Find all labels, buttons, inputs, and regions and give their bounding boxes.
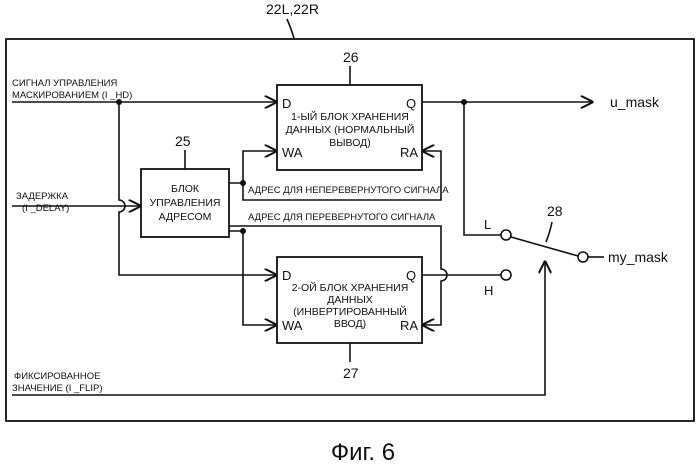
wa-top-wire bbox=[229, 151, 276, 183]
my-mask-output-label: my_mask bbox=[608, 249, 669, 265]
storage-2-title-line-4: ВВОД) bbox=[334, 318, 366, 330]
storage-1-port-wa: WA bbox=[282, 145, 303, 160]
storage-2-port-q: Q bbox=[406, 268, 416, 283]
switch-terminal-l bbox=[501, 230, 511, 240]
switch-contact-l: L bbox=[484, 217, 491, 232]
storage-2-title-line-2: ДАННЫХ bbox=[327, 294, 373, 306]
block-26-number: 26 bbox=[343, 49, 359, 65]
address-block-line-1: БЛОК bbox=[171, 183, 200, 195]
storage-2-title-line-3: (ИНВЕРТИРОВАННЫЙ bbox=[293, 305, 407, 318]
storage-2-title-line-1: 2-ОЙ БЛОК ХРАНЕНИЯ bbox=[292, 281, 409, 294]
storage-1-title-line-1: 1-ЫЙ БЛОК ХРАНЕНИЯ bbox=[291, 110, 409, 123]
inverted-junction bbox=[240, 228, 246, 234]
mask-control-label-line-2: МАСКИРОВАНИЕМ (I _HD) bbox=[12, 90, 132, 101]
switch-number: 28 bbox=[547, 203, 563, 219]
fixed-value-label-line-2: ЗНАЧЕНИЕ (I _FLIP) bbox=[12, 383, 102, 394]
block-27-number: 27 bbox=[343, 365, 359, 381]
delay-label-line-1: ЗАДЕРЖКА bbox=[16, 191, 69, 202]
address-block-line-2: УПРАВЛЕНИЯ bbox=[149, 197, 220, 209]
storage-1-port-ra: RA bbox=[400, 145, 418, 160]
mask-control-label-line-1: СИГНАЛ УПРАВЛЕНИЯ bbox=[12, 78, 118, 89]
address-inverted-label: АДРЕС ДЛЯ ПЕРЕВЕРНУТОГО СИГНАЛА bbox=[248, 212, 436, 223]
address-non-inverted-label: АДРЕС ДЛЯ НЕПЕРЕВЕРНУТОГО СИГНАЛА bbox=[248, 185, 449, 196]
delay-label-line-2: (I _DELAY) bbox=[22, 203, 69, 214]
storage-1-port-q: Q bbox=[406, 96, 416, 111]
storage-1-port-d: D bbox=[282, 96, 291, 111]
storage-1-title-line-2: ДАННЫХ (НОРМАЛЬНЫЙ bbox=[286, 123, 415, 136]
figure-caption: Фиг. 6 bbox=[331, 439, 395, 466]
storage-2-port-ra: RA bbox=[400, 318, 418, 333]
address-block-line-3: АДРЕСОМ bbox=[159, 211, 212, 223]
block-25-number: 25 bbox=[175, 133, 191, 149]
fixed-value-label-line-1: ФИКСИРОВАННОЕ bbox=[14, 371, 101, 382]
switch-contact-h: H bbox=[484, 283, 493, 298]
switch-common-terminal bbox=[578, 252, 588, 262]
wa-bottom-wire bbox=[229, 231, 276, 325]
ref-leader bbox=[287, 19, 294, 38]
storage-2-port-d: D bbox=[282, 268, 291, 283]
storage-2-port-wa: WA bbox=[282, 318, 303, 333]
storage-1-title-line-3: ВЫВОД) bbox=[329, 137, 371, 149]
switch-arm bbox=[511, 237, 578, 256]
switch-number-leader bbox=[546, 222, 552, 242]
figure-ref-label: 22L,22R bbox=[266, 1, 319, 17]
switch-terminal-h bbox=[501, 270, 511, 280]
q1-to-l-wire bbox=[464, 102, 502, 235]
u-mask-output-label: u_mask bbox=[610, 94, 660, 110]
